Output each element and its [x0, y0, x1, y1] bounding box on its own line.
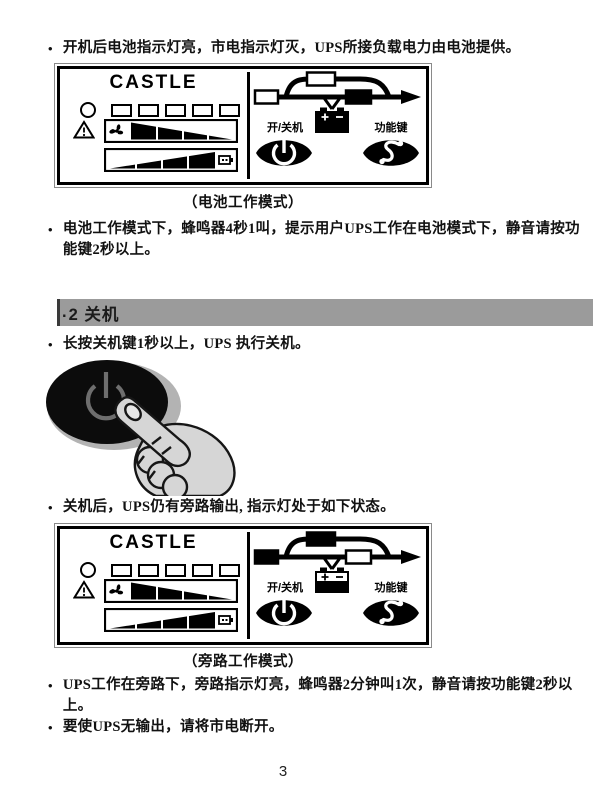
warning-triangle-icon: [73, 120, 95, 139]
power-button: [256, 599, 312, 626]
function-icon: [379, 600, 404, 625]
bypass-notes: • UPS工作在旁路下，旁路指示灯亮，蜂鸣器2分钟叫1次，静音请按功能键2秒以上…: [48, 675, 593, 738]
panel-control-section: 开/关机 功能键: [252, 529, 426, 642]
load-level-gauge: [104, 119, 238, 143]
input-block: [253, 549, 280, 565]
output-arrow-icon: [401, 90, 421, 104]
list-item: • 开机后电池指示灯亮，市电指示灯灭，UPS所接负载电力由电池提供。: [48, 38, 593, 59]
panel-divider: [247, 72, 250, 179]
power-icon: [271, 599, 297, 626]
list-item: • 电池工作模式下，蜂鸣器4秒1叫，提示用户UPS工作在电池模式下，静音请按功能…: [48, 219, 593, 261]
inverter-block: [344, 89, 373, 105]
panel-indicator-section: CASTLE: [60, 69, 247, 182]
power-flow-diagram: [253, 531, 421, 593]
battery-plus-mark: [321, 573, 329, 581]
function-button: [363, 600, 419, 626]
led-indicator-row: [80, 102, 240, 118]
battery-block-icon: [315, 567, 349, 593]
status-led-icon: [80, 562, 96, 578]
panel-indicator-section: CASTLE: [60, 529, 247, 642]
brand-logo: CASTLE: [109, 72, 198, 93]
section-header: . 2 关机: [57, 299, 593, 326]
led-indicator: [165, 563, 186, 577]
bypass-block: [305, 71, 337, 87]
brand-logo: CASTLE: [109, 532, 198, 553]
bullet-marker: •: [48, 720, 53, 735]
list-item: • 要使UPS无输出，请将市电断开。: [48, 717, 593, 738]
input-block: [253, 89, 280, 105]
led-indicator: [165, 103, 186, 117]
fan-icon: [109, 584, 124, 595]
control-panel-bypass-mode: CASTLE: [54, 523, 432, 648]
led-indicator: [138, 563, 159, 577]
list-item: • 关机后，UPS仍有旁路输出, 指示灯处于如下状态。: [48, 497, 593, 518]
battery-note-text: 电池工作模式下，蜂鸣器4秒1叫，提示用户UPS工作在电池模式下，静音请按功能键2…: [62, 221, 580, 258]
load-level-gauge: [104, 579, 238, 603]
shutdown-step-text: 长按关机键1秒以上，UPS 执行关机。: [62, 336, 310, 352]
bypass-block: [305, 531, 337, 547]
shutdown-step: • 长按关机键1秒以上，UPS 执行关机。: [48, 334, 593, 355]
battery-head: [315, 111, 349, 123]
after-shutdown-note: • 关机后，UPS仍有旁路输出, 指示灯处于如下状态。: [48, 497, 593, 518]
function-button-label: 功能键: [374, 122, 408, 134]
led-indicator: [219, 103, 240, 117]
power-icon: [85, 372, 127, 421]
battery-mode-caption: （电池工作模式）: [183, 195, 303, 211]
disconnect-note-text: 要使UPS无输出，请将市电断开。: [62, 719, 284, 735]
function-button: [363, 140, 419, 166]
battery-level-gauge: [104, 148, 238, 172]
bullet-marker: •: [48, 222, 53, 237]
power-button: [256, 139, 312, 166]
bullet-marker: •: [48, 337, 53, 352]
function-icon: [379, 140, 404, 165]
panel-divider: [247, 532, 250, 639]
status-led-icon: [80, 102, 96, 118]
intro-paragraph: • 开机后电池指示灯亮，市电指示灯灭，UPS所接负载电力由电池提供。: [48, 38, 593, 59]
bullet-marker: •: [48, 678, 53, 693]
list-item: • 长按关机键1秒以上，UPS 执行关机。: [48, 334, 593, 355]
function-button-label: 功能键: [374, 582, 408, 594]
battery-level-gauge: [104, 608, 238, 632]
power-icon: [271, 139, 297, 166]
hand-pressing-power-button-illustration: [46, 360, 236, 496]
page-number: 3: [278, 763, 288, 780]
list-item: • UPS工作在旁路下，旁路指示灯亮，蜂鸣器2分钟叫1次，静音请按功能键2秒以上…: [48, 675, 593, 717]
battery-icon: [218, 615, 233, 625]
hand-icon: [114, 396, 236, 496]
led-indicator: [192, 563, 213, 577]
led-indicator: [219, 563, 240, 577]
led-indicator-row: [80, 562, 240, 578]
intro-bullet-text: 开机后电池指示灯亮，市电指示灯灭，UPS所接负载电力由电池提供。: [62, 40, 521, 56]
warning-triangle-icon: [73, 580, 95, 599]
led-indicator: [138, 103, 159, 117]
battery-mode-note: • 电池工作模式下，蜂鸣器4秒1叫，提示用户UPS工作在电池模式下，静音请按功能…: [48, 219, 593, 261]
battery-block-icon: [315, 107, 349, 133]
section-title: 2 关机: [68, 305, 120, 324]
led-indicator: [111, 103, 132, 117]
panel-control-section: 开/关机 功能键: [252, 69, 426, 182]
battery-head: [315, 571, 349, 583]
power-button-label: 开/关机: [266, 122, 304, 134]
inverter-block: [344, 549, 373, 565]
power-flow-diagram: [253, 71, 421, 133]
led-indicator: [111, 563, 132, 577]
power-button-label: 开/关机: [266, 582, 304, 594]
section-artifact: .: [62, 303, 67, 321]
fan-icon: [109, 124, 124, 135]
battery-plus-mark: [321, 113, 329, 121]
led-indicator: [192, 103, 213, 117]
bypass-note-text: UPS工作在旁路下，旁路指示灯亮，蜂鸣器2分钟叫1次，静音请按功能键2秒以上。: [62, 677, 573, 714]
after-shutdown-text: 关机后，UPS仍有旁路输出, 指示灯处于如下状态。: [62, 499, 396, 515]
bypass-mode-caption: （旁路工作模式）: [183, 654, 303, 670]
bullet-marker: •: [48, 41, 53, 56]
battery-icon: [218, 155, 233, 165]
bullet-marker: •: [48, 500, 53, 515]
control-panel-battery-mode: CASTLE: [54, 63, 432, 188]
output-arrow-icon: [401, 550, 421, 564]
